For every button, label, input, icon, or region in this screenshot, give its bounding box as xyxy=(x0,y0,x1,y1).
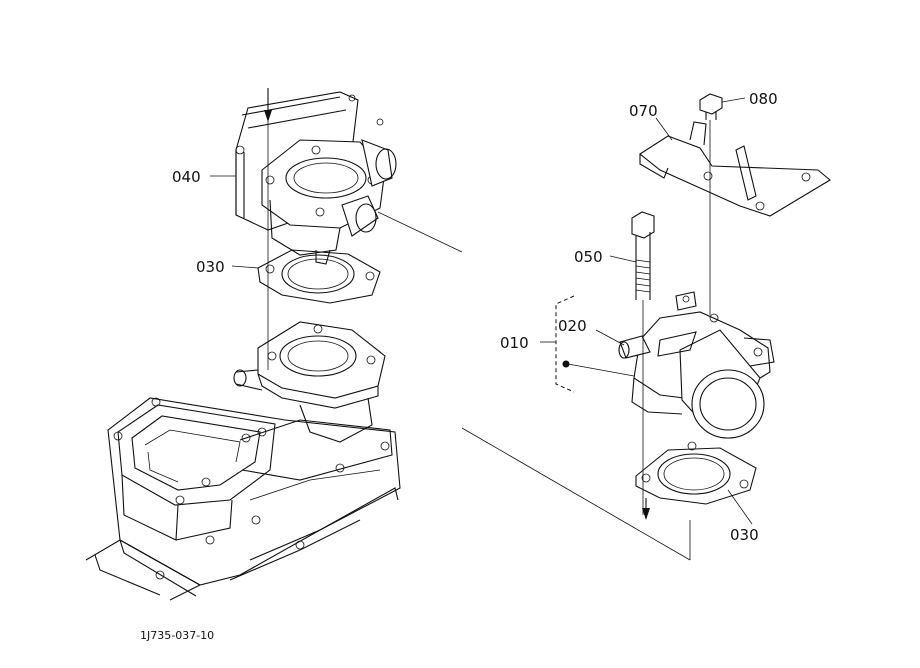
gasket-030-left xyxy=(257,249,381,304)
callout-040: 040 xyxy=(172,168,201,186)
engine-block xyxy=(85,397,401,601)
bracket-070 xyxy=(639,121,831,217)
thermostat-housing-040 xyxy=(235,91,397,265)
leader-to-right-view xyxy=(377,211,463,253)
arrow-down-left-head xyxy=(264,110,272,122)
arrow-down-right-head xyxy=(642,508,650,520)
callout-070: 070 xyxy=(629,102,658,120)
right-assembly xyxy=(461,93,831,561)
bolt-050 xyxy=(631,211,655,300)
callout-leaders xyxy=(210,97,753,525)
figure-id: 1J735-037-10 xyxy=(140,629,214,642)
callout-030-right: 030 xyxy=(730,526,759,544)
left-assembly xyxy=(85,88,463,601)
callout-030-left: 030 xyxy=(196,258,225,276)
water-outlet-base xyxy=(233,321,386,443)
callout-080: 080 xyxy=(749,90,778,108)
bracket-010-group xyxy=(555,295,575,393)
leader-from-left-view xyxy=(461,427,691,561)
callout-010: 010 xyxy=(500,334,529,352)
callout-050: 050 xyxy=(574,248,603,266)
callout-020: 020 xyxy=(558,317,587,335)
bolt-080 xyxy=(699,93,723,120)
water-flange-010 xyxy=(618,291,775,439)
gasket-030-right xyxy=(635,441,757,505)
callout-dot-010 xyxy=(562,360,570,368)
